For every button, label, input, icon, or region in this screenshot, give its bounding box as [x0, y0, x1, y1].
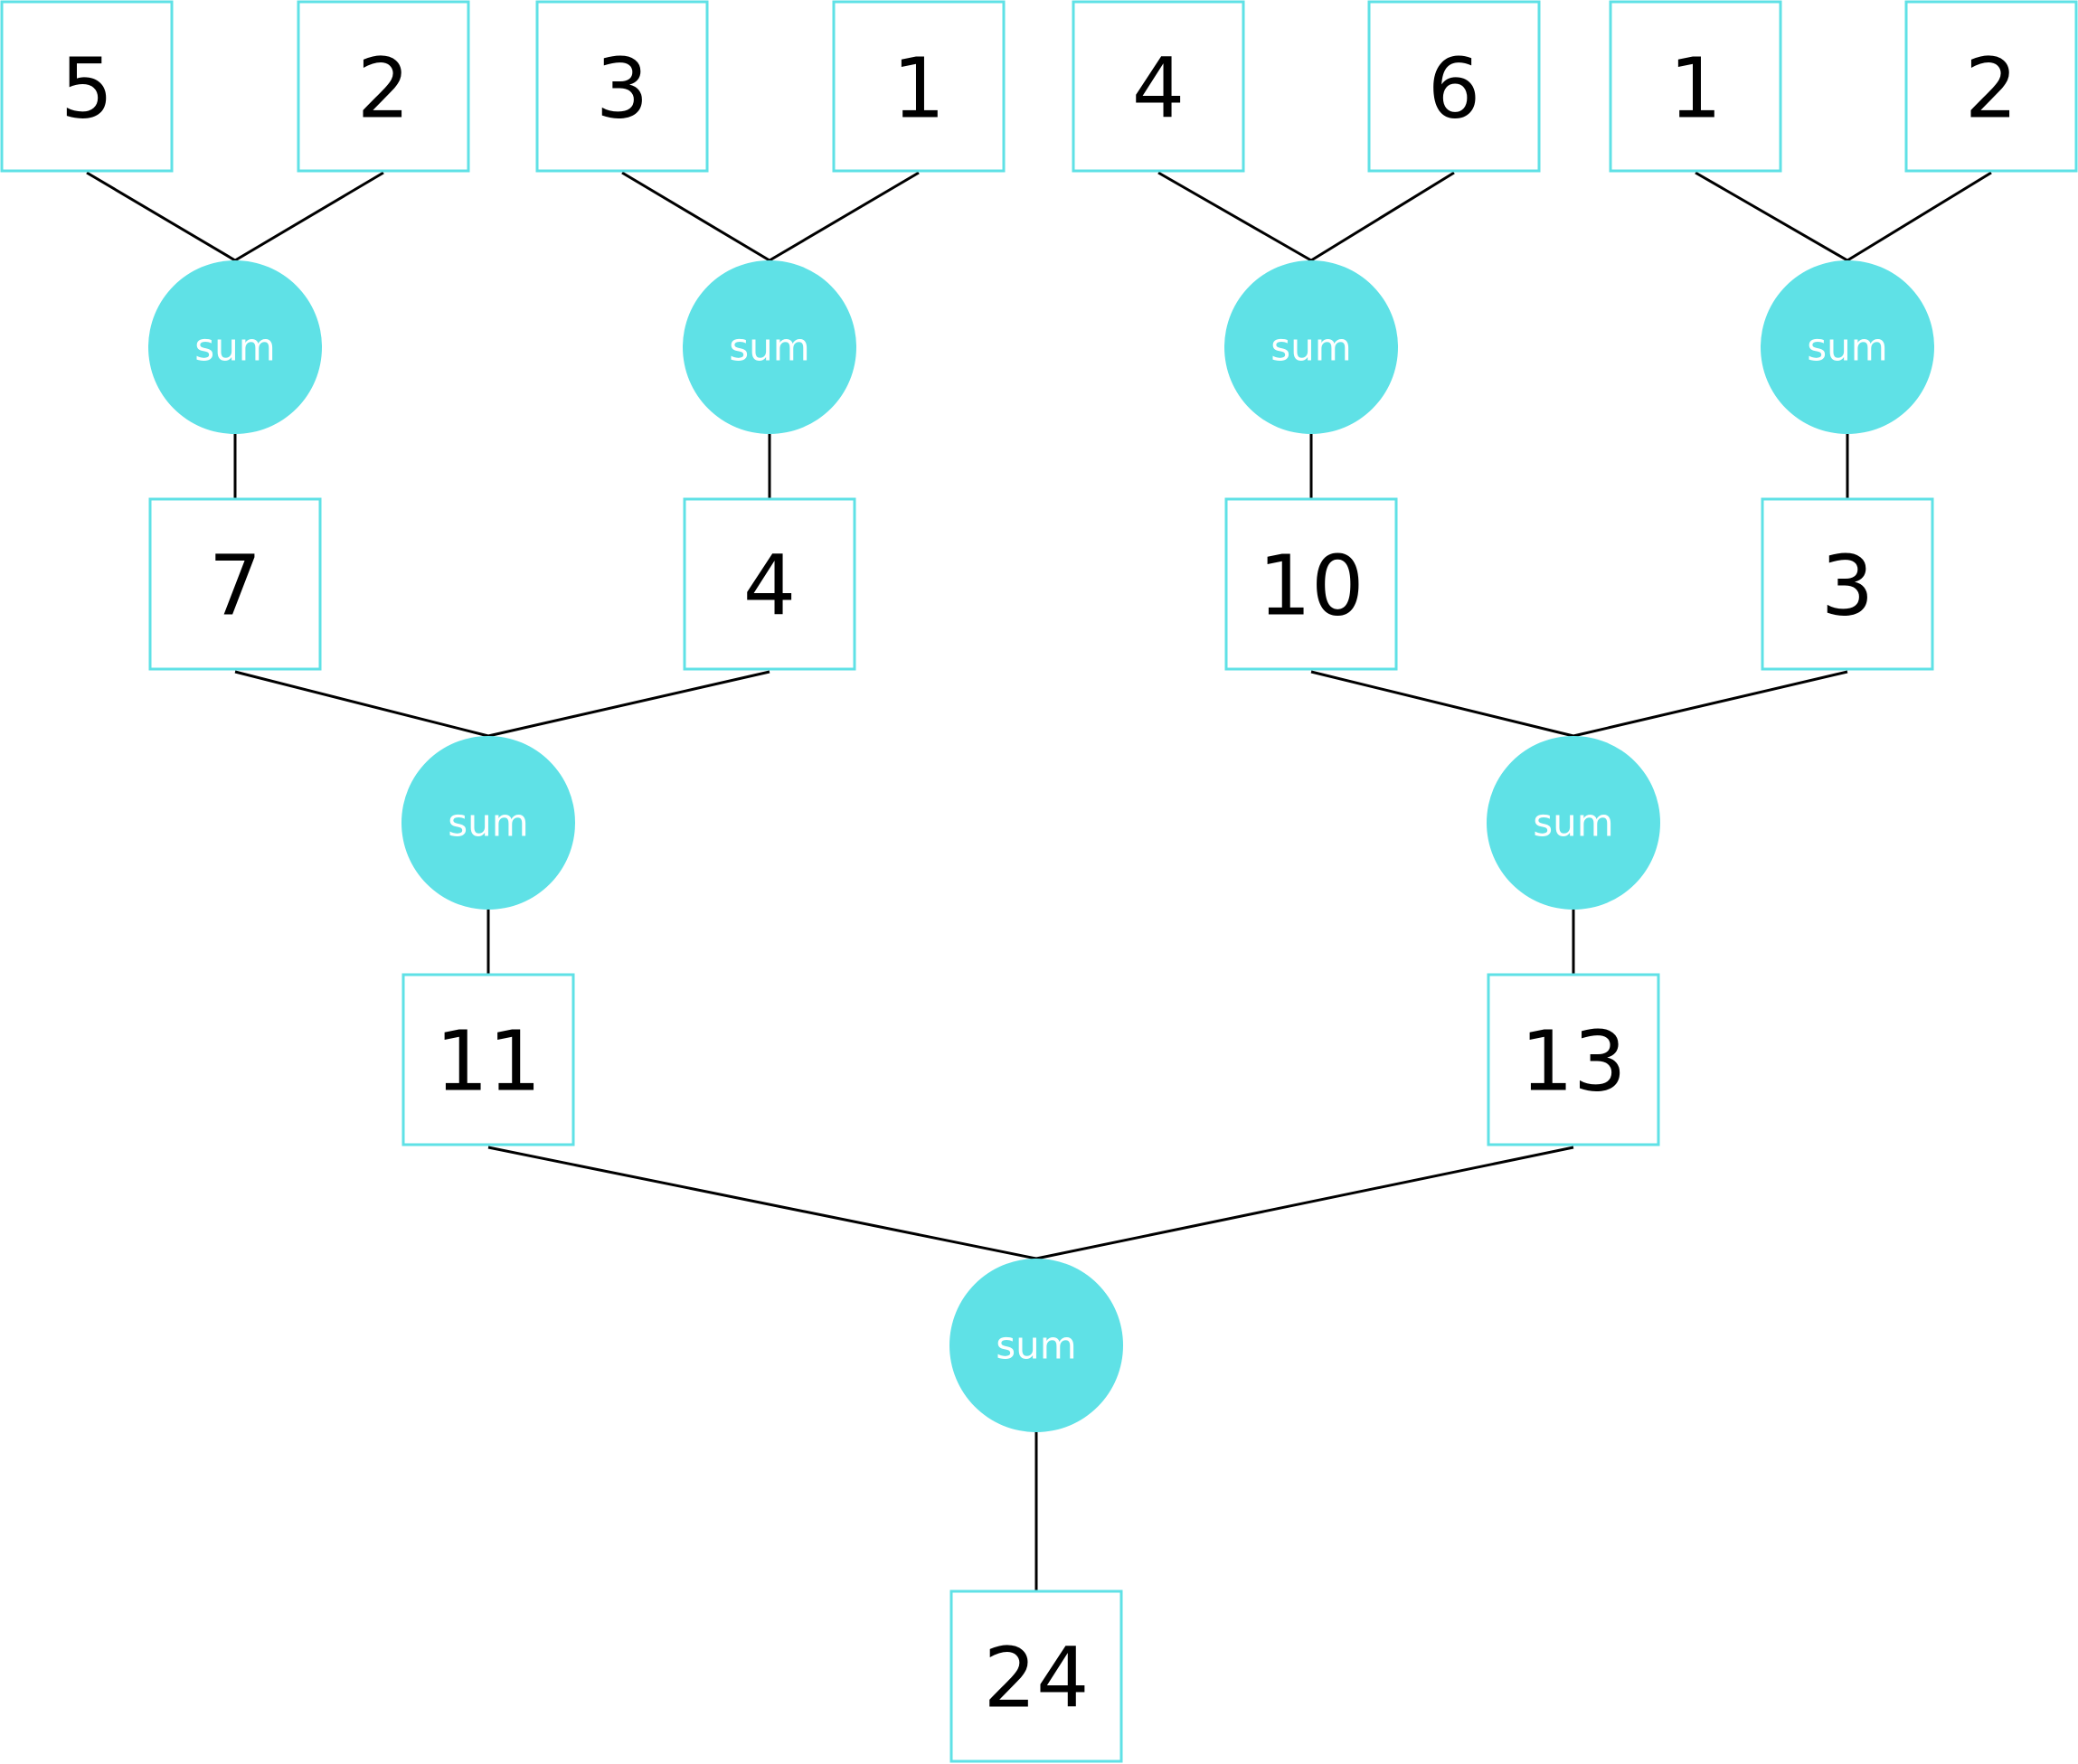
sum-label: sum	[1270, 325, 1351, 370]
sum-label: sum	[996, 1324, 1076, 1368]
root-box: 24	[949, 1589, 1123, 1763]
root-value: 24	[983, 1630, 1089, 1727]
edge	[487, 670, 770, 738]
leaf-value: 5	[61, 41, 114, 137]
level1-box: 3	[1761, 497, 1934, 671]
level2-box: 13	[1487, 973, 1660, 1146]
sum-row-2: sum sum	[401, 736, 1660, 910]
leaf-value: 1	[1669, 41, 1723, 137]
leaf-value: 6	[1428, 41, 1481, 137]
edge	[1695, 171, 1848, 262]
level1-value: 10	[1258, 538, 1364, 635]
level1-value: 3	[1821, 538, 1875, 635]
edge	[1035, 1146, 1574, 1260]
leaf-box: 6	[1367, 0, 1541, 173]
sum-label: sum	[194, 325, 275, 370]
leaf-value: 4	[1132, 41, 1185, 137]
edge	[1310, 670, 1574, 738]
edge	[1157, 171, 1312, 262]
sum-label: sum	[448, 801, 528, 845]
leaf-box: 3	[535, 0, 709, 173]
sum-node: sum	[401, 736, 575, 910]
sum-node: sum	[1224, 260, 1398, 434]
leaf-box: 2	[1904, 0, 2078, 173]
level1-box: 4	[683, 497, 856, 671]
sum-label: sum	[1807, 325, 1887, 370]
edge	[234, 171, 384, 262]
leaf-value: 2	[1965, 41, 2018, 137]
level2-value: 13	[1520, 1014, 1626, 1110]
root-sum-node: sum	[949, 1259, 1123, 1432]
leaf-value: 3	[596, 41, 649, 137]
leaf-value: 1	[893, 41, 946, 137]
leaf-box: 1	[1609, 0, 1782, 173]
leaf-box: 1	[832, 0, 1006, 173]
edge	[1573, 670, 1848, 738]
leaf-box: 2	[297, 0, 470, 173]
sum-node: sum	[1761, 260, 1934, 434]
edge	[86, 171, 236, 262]
sum-row-1: sum sum sum sum	[148, 260, 1934, 434]
edge	[234, 670, 489, 738]
edge	[487, 1146, 1037, 1260]
level1-box: 10	[1224, 497, 1398, 671]
sum-node: sum	[148, 260, 322, 434]
level1-box: 7	[148, 497, 322, 671]
level2-row: 11 13	[401, 973, 1660, 1146]
level1-value: 7	[209, 538, 262, 635]
edge	[1310, 171, 1455, 262]
level1-value: 4	[743, 538, 797, 635]
sum-node: sum	[1487, 736, 1660, 910]
sum-label: sum	[729, 325, 809, 370]
edge	[1847, 171, 1992, 262]
sum-node: sum	[683, 260, 856, 434]
leaf-value: 2	[357, 41, 411, 137]
edges	[86, 171, 1992, 1591]
leaf-row: 5 2 3 1 4 6 1 2	[0, 0, 2078, 173]
level2-box: 11	[401, 973, 575, 1146]
edge	[621, 171, 770, 262]
leaf-box: 5	[0, 0, 174, 173]
leaf-box: 4	[1072, 0, 1245, 173]
level2-value: 11	[435, 1014, 541, 1110]
sum-label: sum	[1533, 801, 1613, 845]
edge	[769, 171, 920, 262]
level1-row: 7 4 10 3	[148, 497, 1934, 671]
